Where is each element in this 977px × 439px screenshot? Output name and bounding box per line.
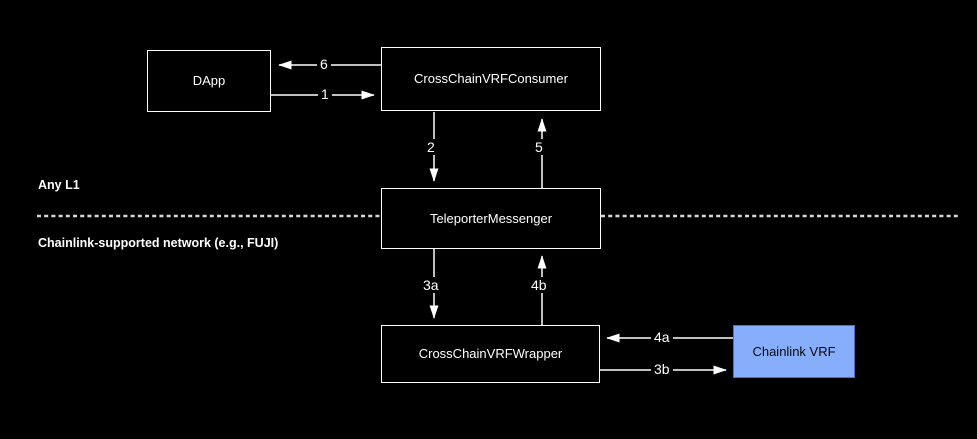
edge-label-5: 5: [532, 139, 546, 155]
node-crosschainvrfconsumer[interactable]: CrossChainVRFConsumer: [381, 47, 601, 111]
edge-label-4b: 4b: [528, 277, 550, 293]
zone-label-any-l1-text: Any L1: [38, 178, 80, 192]
edge-label-3a: 3a: [420, 277, 442, 293]
edge-label-2-text: 2: [427, 139, 435, 155]
edge-label-1-text: 1: [321, 86, 329, 102]
edge-label-4a-text: 4a: [654, 329, 670, 345]
edge-label-1: 1: [318, 86, 332, 102]
node-crosschainvrfconsumer-label: CrossChainVRFConsumer: [414, 71, 568, 87]
node-teleportermessenger-label: TeleporterMessenger: [429, 210, 553, 226]
node-chainlink-vrf[interactable]: Chainlink VRF: [733, 325, 855, 378]
node-crosschainvrfwrapper-label: CrossChainVRFWrapper: [418, 346, 563, 362]
edge-label-4b-text: 4b: [531, 277, 547, 293]
zone-label-chainlink-network: Chainlink-supported network (e.g., FUJI): [38, 236, 278, 250]
node-chainlink-vrf-label: Chainlink VRF: [752, 343, 836, 359]
node-dapp[interactable]: DApp: [147, 50, 271, 112]
edge-label-6-text: 6: [320, 56, 328, 72]
node-teleportermessenger[interactable]: TeleporterMessenger: [381, 188, 601, 249]
edge-label-3b: 3b: [651, 361, 673, 377]
edge-label-3a-text: 3a: [423, 277, 439, 293]
zone-label-any-l1: Any L1: [38, 178, 80, 192]
edge-label-6: 6: [317, 56, 331, 72]
edge-label-3b-text: 3b: [654, 361, 670, 377]
zone-label-chainlink-network-text: Chainlink-supported network (e.g., FUJI): [38, 236, 279, 250]
node-dapp-label: DApp: [192, 73, 226, 89]
node-crosschainvrfwrapper[interactable]: CrossChainVRFWrapper: [381, 325, 600, 383]
edge-label-4a: 4a: [651, 329, 673, 345]
edge-label-5-text: 5: [535, 139, 543, 155]
edge-label-2: 2: [424, 139, 438, 155]
